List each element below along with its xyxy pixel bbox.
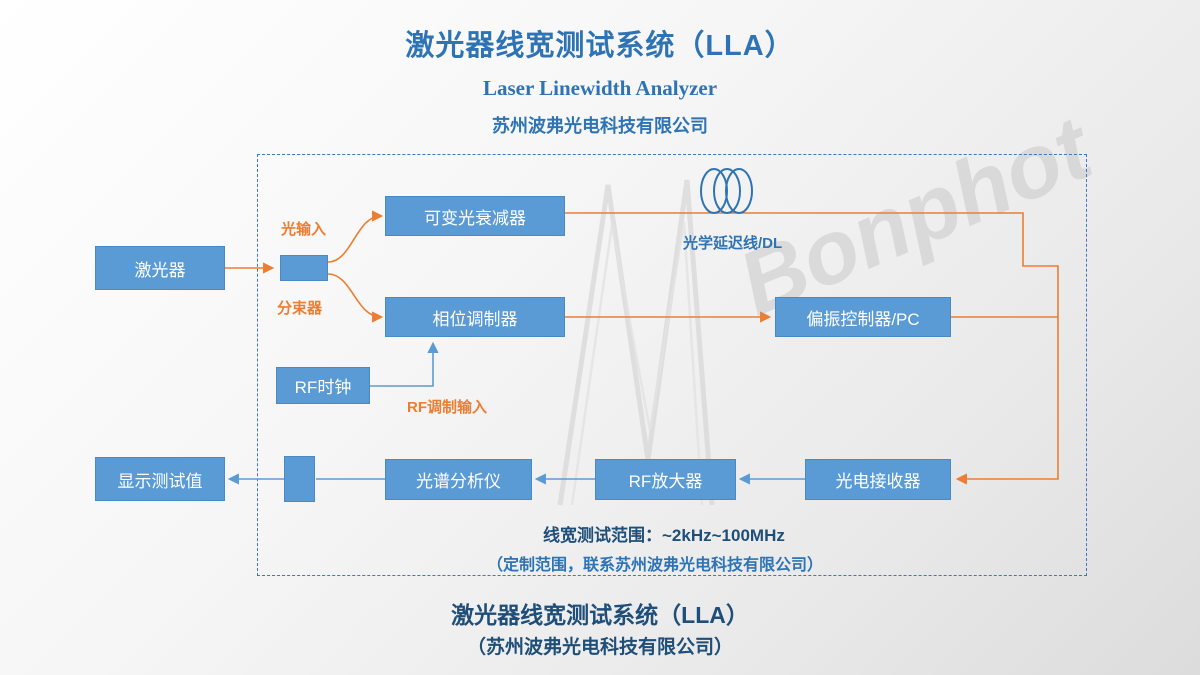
label-linewidth-range: 线宽测试范围：~2kHz~100MHz — [543, 526, 785, 545]
label-rf-mod-input: RF调制输入 — [407, 399, 487, 416]
label-splitter: 分束器 — [277, 300, 323, 317]
node-phase-modulator: 相位调制器 — [385, 297, 565, 337]
page-subtitle-en: Laser Linewidth Analyzer — [482, 76, 718, 100]
company-name: 苏州波弗光电科技有限公司 — [492, 116, 708, 136]
node-display-value: 显示测试值 — [95, 457, 225, 501]
label-light-input: 光输入 — [281, 221, 327, 238]
node-small-coupler-box — [284, 456, 315, 502]
diagram-frame — [257, 154, 1087, 576]
node-attenuator: 可变光衰减器 — [385, 196, 565, 236]
node-polarization-controller: 偏振控制器/PC — [775, 297, 951, 337]
label-optical-delay-line: 光学延迟线/DL — [683, 235, 783, 252]
node-rf-clock: RF时钟 — [276, 367, 370, 404]
node-photo-receiver: 光电接收器 — [805, 459, 951, 500]
node-laser: 激光器 — [95, 246, 225, 290]
node-splitter-box — [280, 255, 328, 281]
page-title: 激光器线宽测试系统（LLA） — [405, 30, 795, 62]
node-rf-amplifier: RF放大器 — [595, 459, 736, 500]
node-spectrum-analyzer: 光谱分析仪 — [385, 459, 532, 500]
label-range-note: （定制范围，联系苏州波弗光电科技有限公司） — [487, 557, 824, 574]
footer-company: （苏州波弗光电科技有限公司） — [466, 637, 733, 658]
footer-title: 激光器线宽测试系统（LLA） — [451, 602, 749, 628]
